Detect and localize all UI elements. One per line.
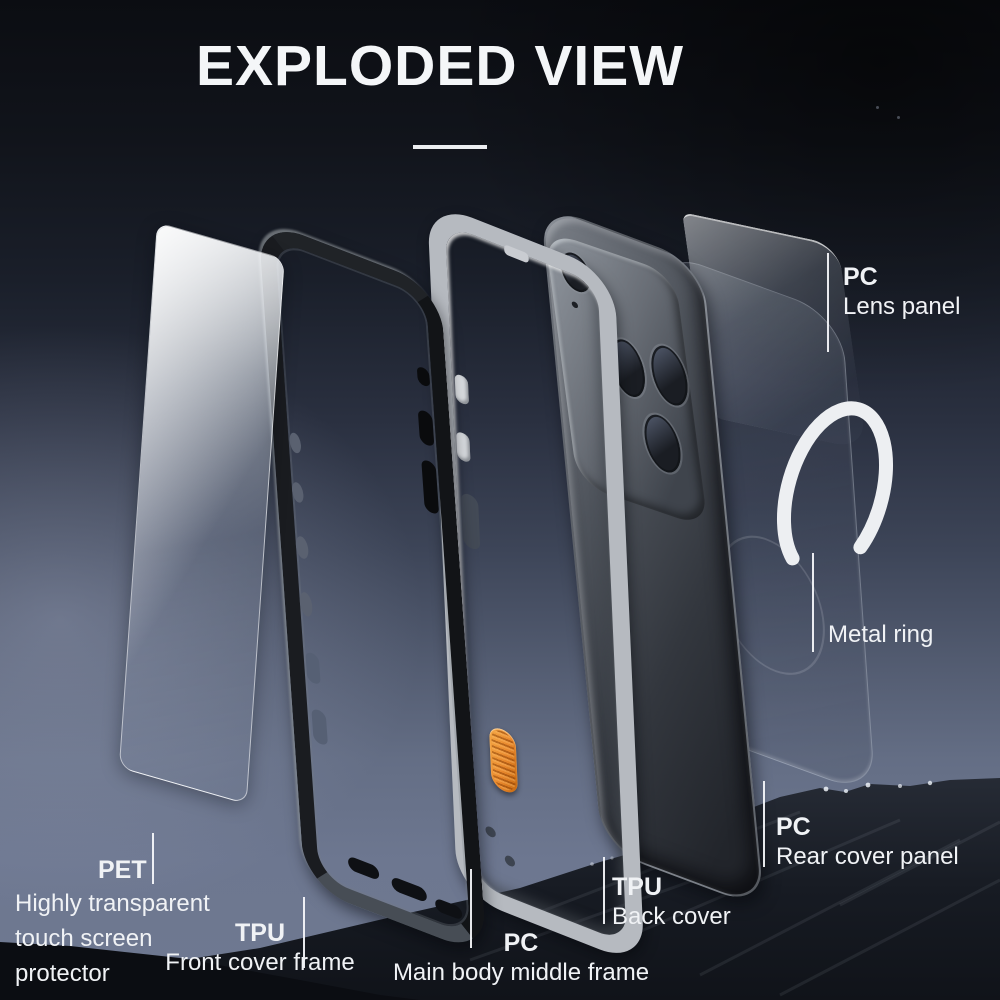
speaker-slot [434,897,463,921]
part-name: Back cover [612,903,731,930]
speaker-slot [391,875,428,904]
button-bump [421,458,440,516]
leader-line-metal-ring [812,553,814,652]
part-name-line: protector [15,960,110,987]
lanyard-hole [504,854,516,869]
orange-button [488,724,519,797]
material-name: PC [843,263,878,291]
button-bump [416,365,431,389]
label-screen-protector: Highly transparent touch screen protecto… [15,886,210,991]
star-speck [897,116,900,119]
label-screen-protector-material: PET [98,855,147,885]
lanyard-hole [485,824,496,839]
frame-hole [295,534,310,561]
port-slot [460,491,481,552]
title-divider [413,145,487,149]
frame-hole [299,590,314,619]
frame-hole [291,480,305,505]
material-name: PC [776,813,811,841]
camera-hole [641,409,684,478]
part-name: Front cover frame [165,949,355,976]
leader-line-rear-cover-panel [763,781,765,867]
frame-slot [305,650,321,686]
material-name: PET [98,856,147,884]
leader-line-back-cover [603,857,605,924]
leader-line-lens-panel [827,253,829,352]
material-name: PC [503,929,539,957]
material-name: TPU [235,919,285,947]
label-lens-panel: PC Lens panel [843,262,960,322]
frame-slot [311,707,329,747]
button-bump [456,430,471,464]
button-bump [454,372,470,407]
button-bump [417,408,435,448]
material-name: TPU [612,873,662,901]
speaker-slot [347,855,380,882]
metal-ring [765,390,905,600]
leader-line-main-body [470,869,472,948]
part-name-line: Highly transparent [15,890,210,917]
part-name: Lens panel [843,293,961,320]
snow-caps [590,780,933,866]
leader-line-front-cover-frame [303,897,305,968]
camera-hole [647,340,691,411]
frame-hole [288,430,302,456]
star-speck [876,106,879,109]
label-back-cover: TPU Back cover [612,872,731,932]
leader-line-screen-protector [152,833,154,884]
label-front-cover-frame: TPU Front cover frame [160,918,360,978]
page-title: EXPLODED VIEW [195,34,685,98]
part-name: Metal ring [828,621,934,648]
frame-tab [503,244,529,264]
label-main-body-middle-frame: PC Main body middle frame [388,928,654,988]
label-metal-ring: Metal ring [828,620,933,650]
part-name: Main body middle frame [392,959,650,986]
foreground-hill [0,942,420,1000]
part-name-line: touch screen [15,925,153,952]
label-rear-cover-panel: PC Rear cover panel [776,812,959,872]
part-name: Rear cover panel [776,843,959,870]
